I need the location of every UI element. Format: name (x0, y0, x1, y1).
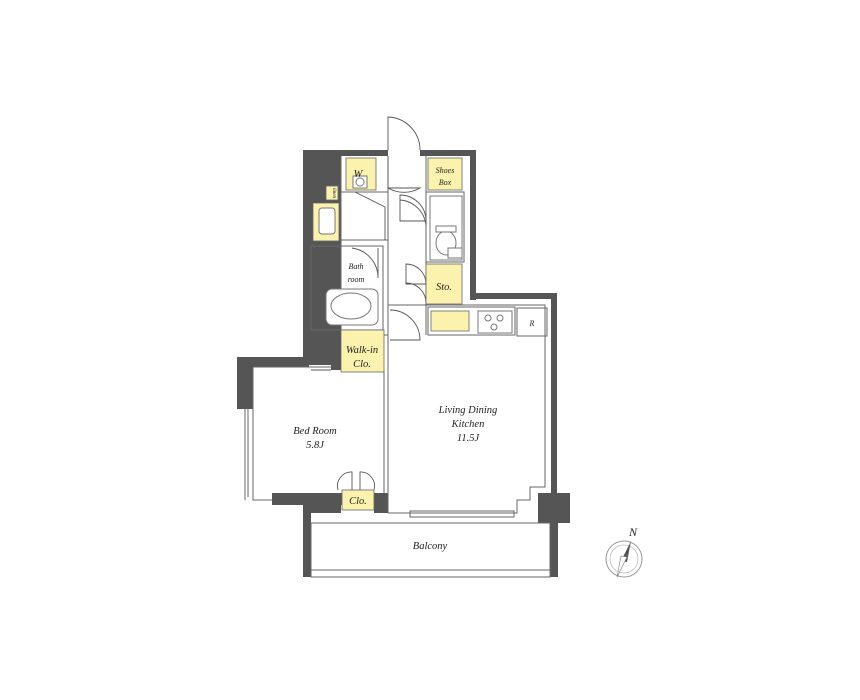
bathroom-label-line2: room (348, 275, 365, 284)
walk-in-closet-label-line1: Walk-in (346, 345, 378, 356)
refrigerator-label: R (529, 319, 535, 328)
ldk-label-line3: 11.5J (457, 433, 481, 444)
compass-icon: N (605, 525, 643, 578)
shoes-box-label-line2: Box (439, 178, 452, 187)
ldk-label-line2: Kitchen (451, 419, 485, 430)
linen-cabinet (325, 185, 339, 201)
shoes-box (427, 157, 463, 191)
bedroom-label-line2: 5.8J (306, 440, 325, 451)
storage (425, 263, 463, 305)
compass-north-label: N (628, 525, 638, 539)
washer-label: W (354, 169, 364, 180)
bathroom-label-line1: Bath (348, 262, 363, 271)
refrigerator-space (516, 307, 548, 337)
bedroom-label-line1: Bed Room (293, 426, 337, 437)
sink (430, 310, 470, 332)
ldk-label-line1: Living Dining (438, 405, 498, 416)
room-labels: W Shoes Box linen Bath room Sto. R Walk-… (293, 166, 534, 552)
walk-in-closet-label-line2: Clo. (353, 359, 371, 370)
linen-label: linen (331, 188, 336, 198)
balcony-label: Balcony (413, 541, 448, 552)
bedroom-closet (341, 489, 375, 511)
closet-label: Clo. (349, 496, 367, 507)
interior-lines (244, 156, 551, 578)
fixtures (312, 157, 548, 511)
shoes-box-label-line1: Shoes (436, 166, 455, 175)
storage-label: Sto. (436, 282, 452, 293)
walk-in-closet (340, 329, 385, 373)
